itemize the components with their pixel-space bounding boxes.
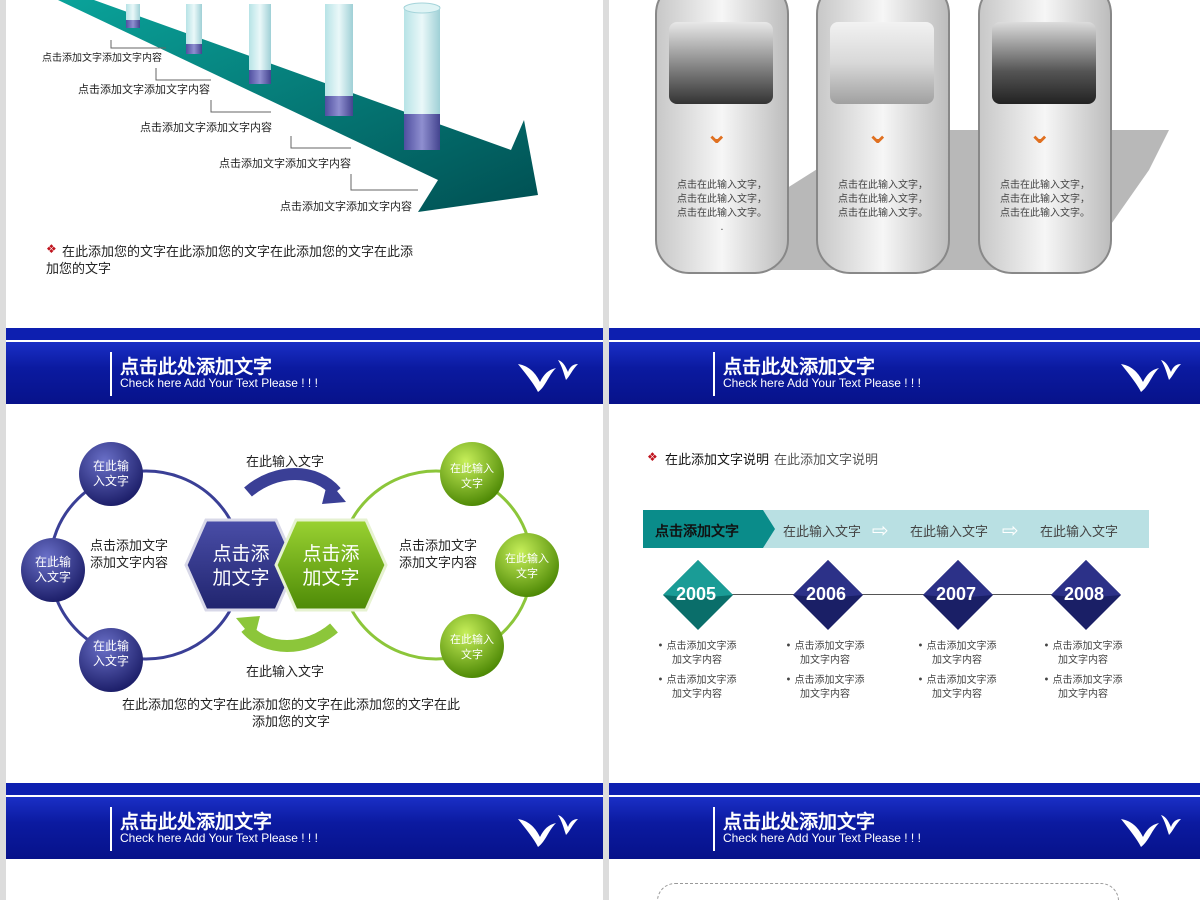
slide-header: 点击此处添加文字 Check here Add Your Text Please… (6, 795, 603, 859)
chevron-down-icon: ⌄ (866, 120, 889, 148)
doves-icon (1119, 811, 1183, 851)
header-title: 点击此处添加文字 (723, 807, 875, 834)
card-1: ⌄ 点击在此输入文字，点击在此输入文字，点击在此输入文字。. (655, 0, 789, 274)
arrow-right-icon: ⇨ (1002, 518, 1019, 542)
header-title: 点击此处添加文字 (120, 807, 272, 834)
right-desc: 点击添加文字添加文字内容 (399, 538, 491, 572)
slide-3-footer-bar (6, 783, 603, 795)
slide-1-footer-bar (6, 328, 603, 340)
timeline-line (699, 594, 1089, 595)
card-3: ⌄ 点击在此输入文字，点击在此输入文字，点击在此输入文字。 (978, 0, 1112, 274)
slide1-note-line2: 加您的文字 (46, 258, 111, 277)
slide-2[interactable]: ⌄ 点击在此输入文字，点击在此输入文字，点击在此输入文字。. ⌄ 点击在此输入文… (609, 0, 1200, 328)
doves-icon (516, 356, 580, 396)
doves-icon (1119, 356, 1183, 396)
bar-label-3: 点击添加文字添加文字内容 (140, 119, 272, 135)
card-1-text: 点击在此输入文字，点击在此输入文字，点击在此输入文字。. (657, 179, 787, 235)
header-subtitle: Check here Add Your Text Please ! ! ! (723, 831, 921, 845)
arrow-bar-graphic (6, 0, 603, 230)
card-2-text: 点击在此输入文字，点击在此输入文字，点击在此输入文字。 (818, 179, 948, 221)
right-circle-1-label: 在此输入文字 (440, 461, 504, 491)
band-item-3: 在此输入文字 (1040, 521, 1118, 540)
business-photo-3 (992, 22, 1096, 104)
slide-header: 点击此处添加文字 Check here Add Your Text Please… (609, 795, 1200, 859)
slide-5[interactable]: 点击此处添加文字 Check here Add Your Text Please… (6, 795, 603, 900)
header-subtitle: Check here Add Your Text Please ! ! ! (723, 376, 921, 390)
bottom-arrow-label: 在此输入文字 (246, 661, 324, 680)
year-2007-bullets: • 点击添加文字添加文字内容 • 点击添加文字添加文字内容 (905, 640, 1009, 702)
band-item-2: 在此输入文字 (910, 521, 988, 540)
bar-label-1: 点击添加文字添加文字内容 (42, 49, 162, 64)
band-item-1: 在此输入文字 (783, 521, 861, 540)
bar-label-5: 点击添加文字添加文字内容 (280, 198, 412, 214)
chevron-down-icon: ⌄ (1028, 120, 1051, 148)
slide3-footnote: 在此添加您的文字在此添加您的文字在此添加您的文字在此添加您的文字 (66, 697, 516, 731)
desc-rest: 在此添加文字说明 (774, 449, 878, 468)
desc-bold: 在此添加文字说明 (665, 449, 769, 468)
business-photo-1 (669, 22, 773, 104)
slide-header: 点击此处添加文字 Check here Add Your Text Please… (609, 340, 1200, 404)
chevron-down-icon: ⌄ (705, 120, 728, 148)
slide-3[interactable]: 点击此处添加文字 Check here Add Your Text Please… (6, 340, 603, 783)
right-circle-2-label: 在此输入文字 (495, 551, 559, 581)
slide-2-footer-bar (609, 328, 1200, 340)
year-2006-bullets: • 点击添加文字添加文字内容 • 点击添加文字添加文字内容 (773, 640, 877, 702)
slide1-note-line1: 在此添加您的文字在此添加您的文字在此添加您的文字在此添 (62, 241, 413, 260)
header-subtitle: Check here Add Your Text Please ! ! ! (120, 831, 318, 845)
slide-4[interactable]: 点击此处添加文字 Check here Add Your Text Please… (609, 340, 1200, 783)
slide-6[interactable]: 点击此处添加文字 Check here Add Your Text Please… (609, 795, 1200, 900)
left-circle-3-label: 在此输入文字 (81, 639, 141, 669)
slide-4-footer-bar (609, 783, 1200, 795)
right-circle-3-label: 在此输入文字 (440, 632, 504, 662)
doves-icon (516, 811, 580, 851)
business-photo-2 (830, 22, 934, 104)
year-2008-bullets: • 点击添加文字添加文字内容 • 点击添加文字添加文字内容 (1031, 640, 1135, 702)
bar-label-2: 点击添加文字添加文字内容 (78, 81, 210, 97)
left-circle-2-label: 在此输入文字 (23, 555, 83, 585)
diamond-bullet-icon: ❖ (46, 242, 57, 256)
year-2007: 2007 (936, 584, 976, 605)
year-2005: 2005 (676, 584, 716, 605)
hex-right-label: 点击添加文字 (286, 542, 376, 590)
header-title: 点击此处添加文字 (120, 352, 272, 379)
card-2: ⌄ 点击在此输入文字，点击在此输入文字，点击在此输入文字。 (816, 0, 950, 274)
slide-header: 点击此处添加文字 Check here Add Your Text Please… (6, 340, 603, 404)
header-title: 点击此处添加文字 (723, 352, 875, 379)
header-subtitle: Check here Add Your Text Please ! ! ! (120, 376, 318, 390)
left-circle-1-label: 在此输入文字 (81, 459, 141, 489)
bar-label-4: 点击添加文字添加文字内容 (219, 155, 351, 171)
card-3-text: 点击在此输入文字，点击在此输入文字，点击在此输入文字。 (980, 179, 1110, 221)
dashed-content-box (657, 883, 1119, 900)
band-title: 点击添加文字 (655, 521, 739, 541)
slide-1[interactable]: 点击添加文字添加文字内容 点击添加文字添加文字内容 点击添加文字添加文字内容 点… (6, 0, 603, 328)
year-2006: 2006 (806, 584, 846, 605)
year-2008: 2008 (1064, 584, 1104, 605)
top-arrow-label: 在此输入文字 (246, 451, 324, 470)
arrow-right-icon: ⇨ (872, 518, 889, 542)
hex-left-label: 点击添加文字 (196, 542, 286, 590)
diamond-bullet-icon: ❖ (647, 450, 658, 464)
left-desc: 点击添加文字添加文字内容 (90, 538, 182, 572)
year-2005-bullets: • 点击添加文字添加文字内容 • 点击添加文字添加文字内容 (645, 640, 749, 702)
